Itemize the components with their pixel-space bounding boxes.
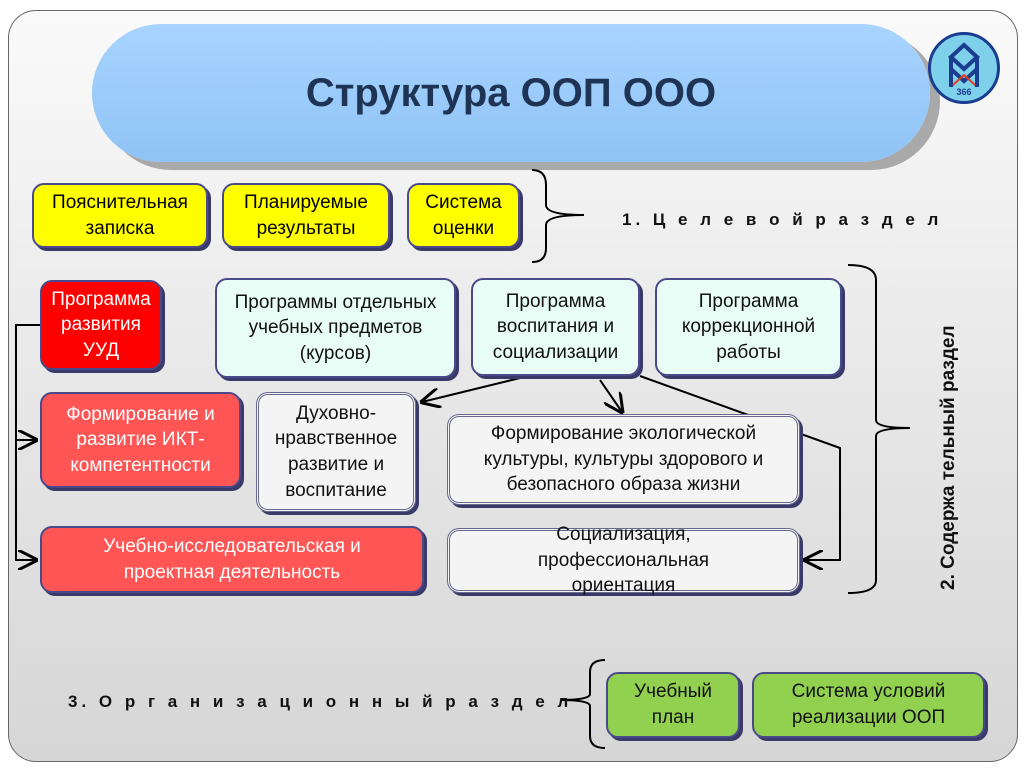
box-ecological-culture: Формирование экологической культуры, кул…: [447, 414, 800, 505]
section3-label: 3. О р г а н и з а ц и о н н ы й р а з д…: [68, 692, 573, 711]
bracket-section2: [847, 264, 911, 594]
box-correction-program: Программа коррекционной работы: [655, 278, 842, 376]
section2-label: 2. Содержа тельный раздел: [938, 325, 959, 590]
box-assessment-system: Система оценки: [407, 183, 520, 248]
box-uud-program: Программа развития УУД: [40, 280, 162, 370]
school-logo: 366: [928, 32, 1000, 104]
section1-label: 1. Ц е л е в о й р а з д е л: [622, 210, 943, 229]
box-explanatory-note: Пояснительная записка: [32, 183, 208, 248]
bracket-section1: [531, 169, 585, 263]
box-spiritual-moral: Духовно-нравственное развитие и воспитан…: [256, 392, 416, 512]
box-upbringing-program: Программа воспитания и социализации: [471, 278, 640, 376]
page-title: Структура ООП ООО: [92, 24, 930, 162]
box-research-project: Учебно-исследовательская и проектная дея…: [40, 526, 424, 593]
box-planned-results: Планируемые результаты: [222, 183, 390, 248]
bracket-section3: [559, 659, 606, 749]
box-subject-programs: Программы отдельных учебных предметов (к…: [215, 278, 456, 378]
box-ict-competence: Формирование и развитие ИКТ-компетентнос…: [40, 392, 241, 488]
box-conditions-system: Система условий реализации ООП: [752, 672, 985, 738]
box-socialization: Социализация, профессиональная ориентаци…: [447, 524, 800, 596]
box-curriculum: Учебный план: [606, 672, 740, 738]
